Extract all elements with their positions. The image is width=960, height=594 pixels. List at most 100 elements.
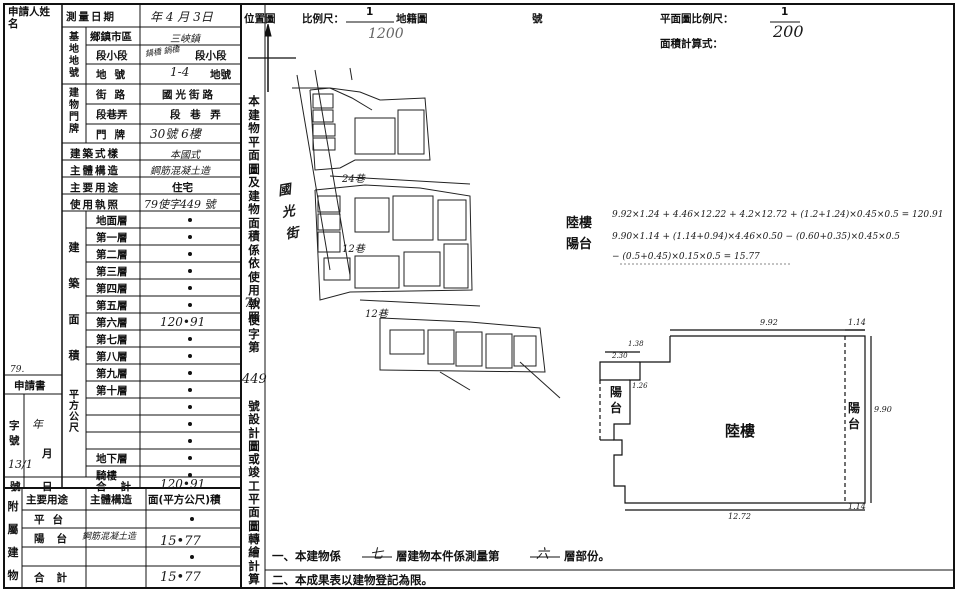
scale-den: 1200 [368,26,404,42]
dim-top: 9.92 [760,318,778,327]
applicant-label: 申請人姓名 [8,6,50,30]
floor-label: 第五層 [96,300,128,312]
dim-126: 1.26 [632,382,648,390]
area-calc-label: 面積計算式： [660,38,723,50]
platform-label: 平台 [34,514,71,526]
township-label: 鄉鎮市區 [90,31,132,43]
structure-label: 主體構造 [70,165,120,177]
floor-label: 地面層 [96,215,128,227]
floor-value-dot [188,439,192,443]
floor-value-dot [188,388,192,392]
scale-label: 比例尺： [302,13,344,25]
cadastral-label: 地籍圖 [396,13,428,25]
floor-label: 騎樓 [96,470,117,482]
vertical-note-2: 使字第 [248,313,260,354]
location-label: 位置圖 [244,13,276,25]
floor-label: 第十層 [96,385,128,397]
floor-label: 第一層 [96,232,128,244]
balcony-calc-2: − (0.5+0.45)×0.15×0.5 = 15.77 [612,252,760,262]
footer-line1-hw2: 六 [536,547,550,562]
township-value: 三峽鎮 [170,34,200,45]
footer-line1-mid: 層建物本件係測量第 [396,549,500,563]
location-map [292,67,561,399]
street-value: 國光街路 [162,89,216,101]
lane-12: 12巷 [342,244,365,255]
attached-total-value: 15•77 [160,570,201,585]
plan-scale-label: 平面圖比例尺： [660,13,734,25]
floor-value-dot [188,218,192,222]
doc-day-label: 日 [42,481,53,493]
plan-balcony-left: 陽台 [610,385,623,415]
dim-138: 1.38 [628,340,644,348]
applicant-doc-label: 申請書 [14,380,46,392]
floor-label: 地下層 [96,453,128,465]
floor-label: 第二層 [96,249,128,261]
balcony-calc-label: 陽台 [566,237,593,252]
attached-total-label: 合計 [34,572,79,584]
balcony-struct: 鋼筋混凝土造 [82,532,137,542]
lane-24: 24巷 [342,174,365,185]
survey-date-label: 測量日期 [66,11,116,23]
doc-month-label: 月 [42,448,53,460]
use-value: 住宅 [172,182,193,194]
area-label-top: 建築面積 [68,241,80,362]
doc-hw-mid: 年 [32,418,43,431]
section-value: 段小段 [195,50,227,62]
license-label: 使用執照 [70,199,120,211]
lot-value: 1-4 [170,65,190,79]
north-arrow-icon [248,23,296,92]
cadastral-number-label: 號 [532,13,543,25]
floor-label: 第八層 [96,351,128,363]
floor-value-dot [188,354,192,358]
vertical-note: 本建物平面圖及建物面積係依使用執照 [248,94,260,324]
plan-scale-den: 200 [773,22,804,41]
doc-word-label: 字 [9,420,20,432]
style-value: 本國式 [170,150,200,161]
lot-suffix: 地號 [210,69,231,81]
footer-line2: 二、本成果表以建物登記為限。 [272,573,433,587]
floor-value-dot [188,269,192,273]
floor-plan [599,329,872,511]
floor-value-dot [188,405,192,409]
floor-value-dot [188,235,192,239]
dim-right: 9.90 [874,405,892,414]
floor-value-dot [188,337,192,341]
attached-label: 附屬建物 [7,500,19,582]
vertical-note-hw-2: 449 [242,372,267,387]
doc-hw-top: 79. [10,365,25,375]
attached-dot [190,555,194,559]
balcony-calc: 9.90×1.14 + (1.14+0.94)×4.46×0.50 − (0.6… [612,232,901,242]
floor-label: 第四層 [96,283,128,295]
floor-value-dot [188,303,192,307]
footer-line1-pre: 一、本建物係 [272,549,341,563]
plan-main-label: 陸樓 [725,422,756,440]
floor-value-dot [188,456,192,460]
survey-date-value: 年 4 月 3日 [150,10,213,24]
number-label: 門牌 [96,129,133,141]
base-label: 基地地號 [69,32,79,79]
dim-bottom: 12.72 [728,512,751,521]
floor-label: 第三層 [96,266,128,278]
total-label: 合計 [96,481,145,493]
floor-value-dot [188,252,192,256]
scale-num: 1 [366,6,374,18]
attached-use-label: 主要用途 [26,494,68,506]
doc-number-label: 號 [9,435,20,447]
platform-dot [190,517,194,521]
vertical-note-3: 號設計圖或竣工平面圖轉繪計算 [248,399,260,586]
total-value: 120•91 [160,477,206,491]
structure-value: 鋼筋混凝土造 [150,166,210,177]
floor-value-dot [188,371,192,375]
balcony-label: 陽台 [34,533,79,545]
floor-value-dot [188,473,192,477]
area-label-unit: 平方公尺 [69,390,79,434]
lot-label: 地號 [96,69,133,81]
style-label: 建築式樣 [70,148,120,160]
doc-number-label-2: 號 [10,481,21,493]
floor-calc: 9.92×1.24 + 4.46×12.22 + 4.2×12.72 + (1.… [612,210,944,220]
footer-line1-hw: 七 [370,547,384,562]
floor-value-dot [188,422,192,426]
plan-scale-num: 1 [781,6,789,18]
floor-label: 第七層 [96,334,128,346]
